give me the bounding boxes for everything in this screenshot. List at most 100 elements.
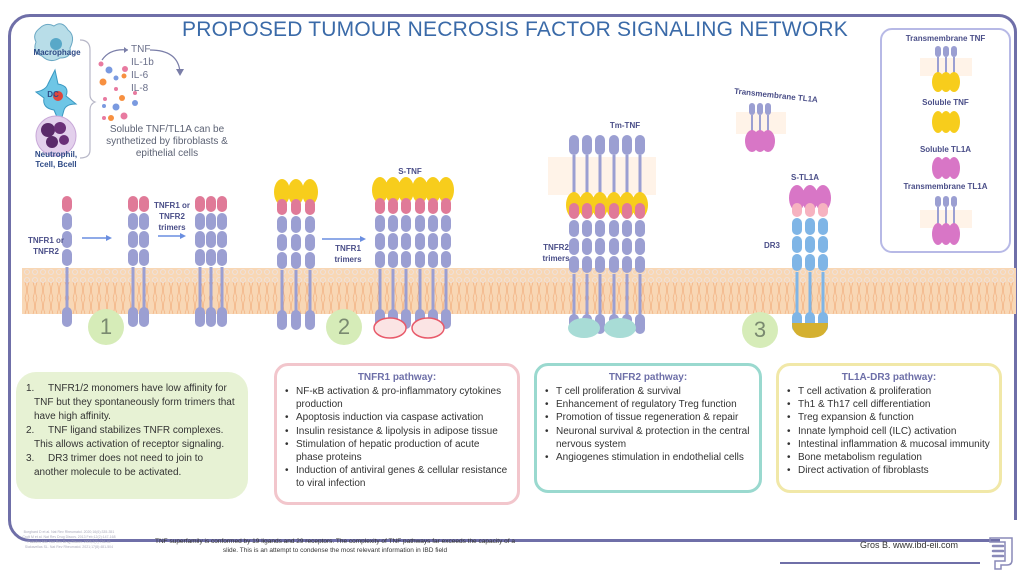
intestine-logo-icon — [989, 537, 1013, 570]
receptor-tip — [415, 198, 425, 214]
arrow-step2 — [322, 236, 366, 242]
footer-divider — [780, 562, 980, 564]
tnfr1-chain — [415, 215, 425, 329]
page-title: PROPOSED TUMOUR NECROSIS FACTOR SIGNALIN… — [182, 18, 848, 41]
tnfr-monomer — [62, 196, 72, 327]
macrophage-label: Macrophage — [33, 48, 81, 57]
receptor-tip — [595, 203, 605, 219]
pathway-item: Treg expansion & function — [787, 411, 991, 424]
receptor-tip — [401, 198, 411, 214]
dr3-chain — [792, 218, 802, 332]
macrophage-icon — [34, 23, 74, 62]
note-item: 3.DR3 trimer does not need to join to an… — [26, 453, 204, 478]
label-dr3: DR3 — [763, 241, 780, 250]
receptor-tip — [305, 199, 315, 215]
receptor-tip — [277, 199, 287, 215]
pathway-item: NF-κB activation & pro-inflammatory cyto… — [285, 385, 509, 411]
pathway-item: Stimulation of hepatic production of acu… — [285, 438, 509, 464]
neutrophil-icon — [35, 115, 77, 157]
cytokine-dots — [98, 61, 138, 121]
soluble-tnf-unit — [398, 177, 414, 203]
label-tnfr1-or-tnfr2: TNFR1 or TNFR2 — [28, 236, 64, 256]
legend-soluble-tnf — [948, 111, 960, 133]
label-tnfr-trimers: TNFR1 or TNFR2 trimers — [154, 201, 190, 232]
tnfr1-chain — [305, 216, 315, 330]
cell-membrane — [22, 268, 1016, 314]
soluble-tnf-unit — [302, 179, 318, 205]
legend-panel: Transmembrane TNF Soluble TNF Soluble TL… — [880, 28, 1011, 253]
pathway-item: Induction of antiviral genes & cellular … — [285, 464, 509, 490]
tm-tl1a-unit — [761, 130, 775, 152]
receptor-tip — [635, 203, 645, 219]
receptor-tip — [609, 203, 619, 219]
tl1a-dr3-pathway-box: TL1A-DR3 pathway: T cell activation & pr… — [776, 363, 1002, 493]
cytokine-tnf: TNF — [131, 44, 151, 55]
receptor-tip — [388, 198, 398, 214]
pathway-item: Bone metabolism regulation — [787, 451, 991, 464]
cytokine-arrow-right — [149, 49, 181, 73]
tradd-adapter — [374, 318, 406, 338]
footer-note: TNF superfamily is conformed by 19 ligan… — [155, 538, 515, 554]
receptor-tip — [569, 203, 579, 219]
mechanism-notes: 1.TNFR1/2 monomers have low affinity for… — [16, 372, 248, 499]
legend-transmembrane-tnf: Transmembrane TNF — [905, 34, 986, 43]
pathway-item: Th1 & Th17 cell differentiation — [787, 398, 991, 411]
pathway-item: Promotion of tissue regeneration & repai… — [545, 411, 751, 424]
legend-soluble-tl1a — [948, 157, 960, 179]
step-1-badge: 1 — [88, 309, 124, 345]
pathway-item: Direct activation of fibroblasts — [787, 464, 991, 477]
references: Borghard D et al. Nat Rev Rheumatol. 202… — [22, 530, 116, 549]
pathway-item: Apoptosis induction via caspase activati… — [285, 411, 509, 424]
pathway-item: T cell activation & proliferation — [787, 385, 991, 398]
label-tnfr1-trimers: TNFR1 trimers — [334, 244, 362, 264]
pathway-item: Enhancement of regulatory Treg function — [545, 398, 751, 411]
step-2-badge: 2 — [326, 309, 362, 345]
traf2-adapter — [604, 318, 636, 338]
pathway-item: Neuronal survival & protection in the ce… — [545, 425, 751, 451]
legend-soluble-tnf: Soluble TNF — [922, 98, 969, 107]
receptor-tip — [375, 198, 385, 214]
soluble-tnf-unit — [438, 177, 454, 203]
receptor-tip — [291, 199, 301, 215]
receptor-tip — [441, 198, 451, 214]
legend-tm-tnf — [948, 72, 960, 92]
arrow-step1b — [158, 233, 186, 239]
step-3-badge: 3 — [742, 312, 778, 348]
tnfr-chain — [217, 196, 227, 327]
tnfr2-pathway-title: TNFR2 pathway: — [608, 372, 688, 383]
tnfr2-chain — [635, 220, 645, 334]
label-tm-tnf: Tm-TNF — [609, 121, 641, 130]
tl1a-pathway-title: TL1A-DR3 pathway: — [841, 372, 937, 383]
soluble-tnf-unit — [288, 179, 304, 205]
soluble-tnf-unit — [372, 177, 388, 203]
tnfr2-pathway-box: TNFR2 pathway: T cell proliferation & su… — [534, 363, 762, 493]
tradd-adapter — [412, 318, 444, 338]
soluble-tnf-unit — [385, 177, 401, 203]
tnfr-chain — [195, 196, 205, 327]
pathway-item: Angiogenes stimulation in endothelial ce… — [545, 451, 751, 464]
note-item: 2.TNF ligand stabilizes TNFR complexes. … — [26, 425, 225, 450]
label-s-tnf: S-TNF — [398, 167, 422, 176]
receptor-tip — [582, 203, 592, 219]
tnfr2-chain — [569, 220, 579, 334]
tnfr1-chain — [291, 216, 301, 330]
label-s-tl1a: S-TL1A — [791, 173, 819, 182]
tnfr-chain — [128, 196, 138, 327]
tnfr-chain — [139, 196, 149, 327]
s-tl1a-unit — [815, 185, 831, 211]
cytokine-il8: IL-8 — [131, 83, 149, 94]
soluble-source-note: Soluble TNF/TL1A can be synthetized by f… — [106, 124, 228, 159]
cytokine-il1b: IL-1b — [131, 57, 154, 68]
tnfr1-pathway-box: TNFR1 pathway: NF-κB activation & pro-in… — [274, 363, 520, 505]
label-tnfr2-trimers: TNFR2 trimers — [542, 243, 570, 263]
pathway-item: T cell proliferation & survival — [545, 385, 751, 398]
receptor-tip — [622, 203, 632, 219]
note-item: 1.TNFR1/2 monomers have low affinity for… — [26, 383, 235, 422]
soluble-tnf-unit — [425, 177, 441, 203]
legend-graphics — [920, 46, 972, 245]
s-tl1a-unit — [789, 185, 805, 211]
credit-link[interactable]: Gros B. www.ibd-eii.com — [860, 540, 959, 550]
pathway-item: Insulin resistance & lipolysis in adipos… — [285, 425, 509, 438]
tnfr1-chain — [401, 215, 411, 329]
